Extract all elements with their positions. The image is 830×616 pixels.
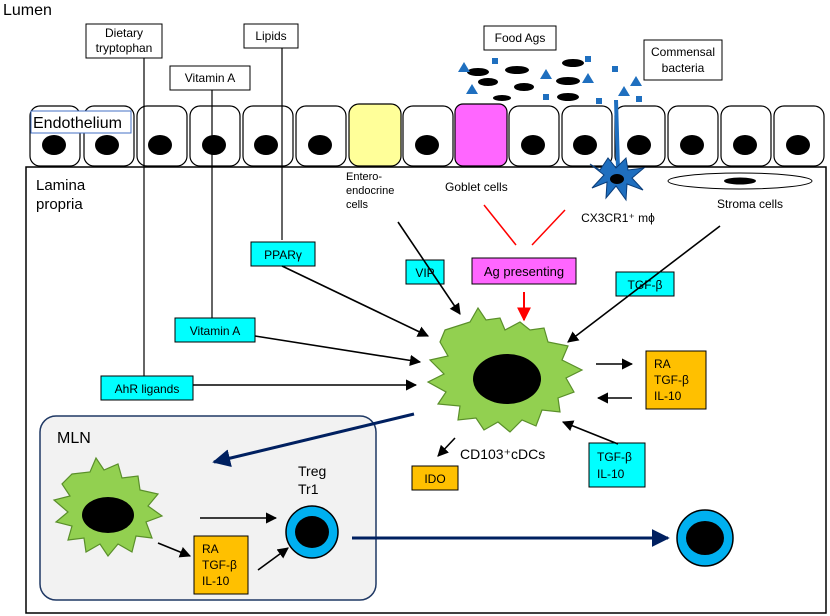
vitamin-a-top-box	[169, 65, 251, 91]
food-ags-box	[483, 25, 557, 51]
vitamin-a-top-label: Vitamin A	[185, 71, 235, 85]
enteroendocrine-cell	[348, 103, 402, 167]
enteroendocrine-label-2: endocrine	[346, 185, 394, 197]
dc-factors-line-3: IL-10	[654, 389, 682, 403]
stroma-label: Stroma cells	[717, 197, 783, 211]
ido-label: IDO	[424, 472, 445, 486]
tgfb-il10-label-1: TGF-β	[597, 450, 632, 464]
tgfb-il10-label-2: IL-10	[597, 467, 625, 481]
goblet-cell	[454, 103, 508, 167]
dietary-tryptophan-label-1: Dietary	[105, 26, 143, 40]
ahr-ligands-tag	[100, 375, 194, 401]
macrophage-label: CX3CR1⁺ mϕ	[581, 211, 655, 225]
dietary-tryptophan-label-2: tryptophan	[96, 41, 153, 55]
lumen-label: Lumen	[3, 2, 52, 19]
ido-arrow	[437, 437, 456, 457]
treg-label: Treg	[298, 463, 326, 479]
tr1-label: Tr1	[298, 481, 319, 497]
mln-factors-to-treg-arrow	[257, 547, 289, 571]
tgfb-il10-tag	[588, 442, 646, 488]
ag-presenting-tag	[471, 257, 577, 285]
lipids-label: Lipids	[255, 29, 286, 43]
food-ags-label: Food Ags	[495, 31, 546, 45]
food-antigens	[458, 56, 642, 104]
endothelium-label-box	[30, 110, 132, 134]
enteroendocrine-label-1: Entero-	[346, 171, 382, 183]
lamina-propria-label-1: Lamina	[36, 177, 86, 194]
stroma-tgfb-arrow	[567, 225, 721, 343]
dc-migration-arrow	[212, 412, 415, 467]
endothelium-label: Endothelium	[33, 115, 122, 132]
ido-tag	[411, 465, 459, 491]
mln-factors-line-2: TGF-β	[202, 558, 237, 572]
pparg-tag	[250, 241, 316, 267]
commensal-bacteria-label-2: bacteria	[662, 61, 705, 75]
vitamin-a-tag	[174, 317, 256, 343]
commensal-bacteria-label-1: Commensal	[651, 45, 715, 59]
macrophage-cell	[589, 99, 646, 202]
lipids-box	[243, 23, 299, 49]
epithelial-layer	[29, 103, 825, 167]
vip-arrow	[397, 221, 461, 315]
lamina-propria-frame	[25, 166, 827, 614]
vitamin-a-arrow	[254, 335, 422, 366]
commensal-bacteria-box	[643, 39, 723, 81]
mln-factors-box	[193, 535, 249, 595]
lamina-propria-label-2: propria	[36, 196, 83, 213]
ahr-ligands-label: AhR ligands	[115, 382, 180, 396]
enteroendocrine-label-3: cells	[346, 199, 369, 211]
mln-factors-line-1: RA	[202, 542, 219, 556]
mln-dendritic-cell	[52, 456, 164, 558]
tgfb-il10-arrow	[561, 420, 619, 445]
cd103-label: CD103⁺cDCs	[460, 446, 545, 462]
goblet-label: Goblet cells	[445, 180, 508, 194]
mln-dc-to-factors-arrow	[157, 542, 192, 558]
dc-factors-box	[645, 350, 707, 410]
cd103-dendritic-cell	[426, 306, 584, 433]
mln-panel	[39, 415, 377, 601]
ag-presenting-label: Ag presenting	[484, 264, 564, 279]
macrophage-red-line	[531, 209, 566, 246]
mln-label: MLN	[57, 430, 91, 447]
goblet-red-line	[483, 204, 517, 246]
dc-factors-line-1: RA	[654, 357, 671, 371]
pparg-arrow	[281, 265, 430, 337]
tgfb-top-label: TGF-β	[628, 278, 663, 292]
vitamin-a-tag-label: Vitamin A	[190, 324, 240, 338]
dc-factors-line-2: TGF-β	[654, 373, 689, 387]
dietary-tryptophan-box	[85, 23, 163, 59]
pparg-label: PPARγ	[264, 248, 302, 262]
mln-factors-line-3: IL-10	[202, 574, 230, 588]
